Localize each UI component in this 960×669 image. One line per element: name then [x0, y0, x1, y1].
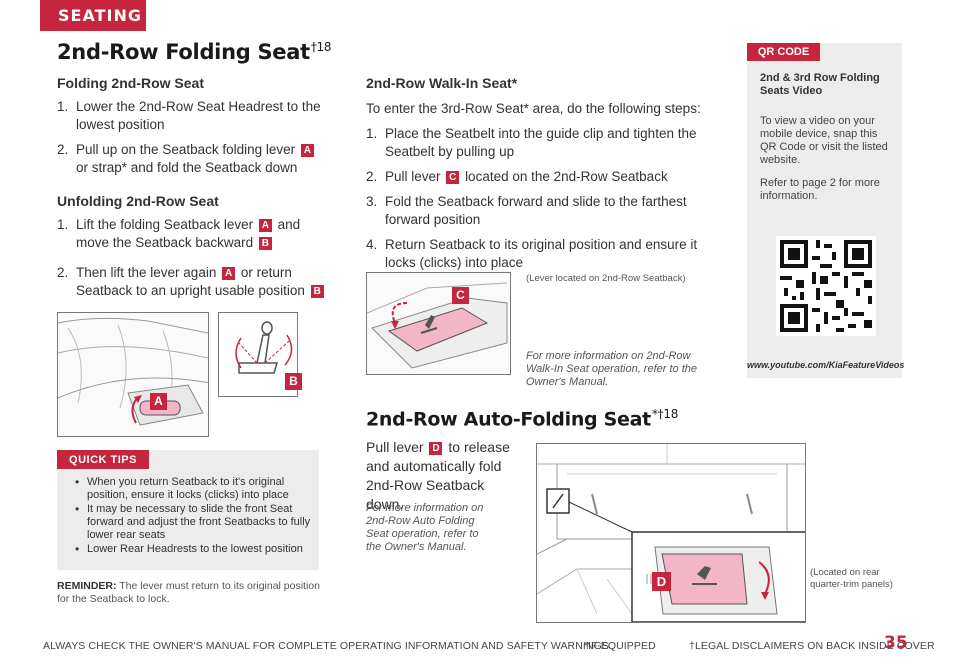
- callout-badge-a: A: [150, 393, 167, 410]
- walkin-lever-image: C: [366, 272, 511, 375]
- folding-heading: Folding 2nd-Row Seat: [57, 75, 204, 91]
- seat-fold-icon: [235, 321, 293, 374]
- walkin-image-caption: (Lever located on 2nd-Row Seatback): [526, 273, 686, 284]
- unfolding-steps: 1.Lift the folding Seatback lever A and …: [57, 216, 327, 300]
- walkin-intro: To enter the 3rd-Row Seat* area, do the …: [366, 101, 701, 116]
- autofold-text: Pull lever D to release and automaticall…: [366, 439, 510, 512]
- list-item: 2.Pull lever C located on the 2nd-Row Se…: [366, 169, 668, 184]
- list-item: 4.Return Seatback to its original positi…: [366, 237, 698, 270]
- seat-illustration: [58, 317, 208, 426]
- qr-url-link[interactable]: www.youtube.com/KiaFeatureVideos: [747, 360, 905, 370]
- list-item: 2.Then lift the lever again A or return …: [57, 264, 327, 300]
- list-item: 1.Lift the folding Seatback lever A and …: [57, 217, 301, 250]
- callout-badge: A: [222, 267, 236, 280]
- list-item: 2.Pull up on the Seatback folding lever …: [57, 141, 327, 177]
- callout-badge-d: D: [652, 572, 671, 591]
- callout-badge: A: [258, 219, 272, 232]
- quick-tips-list: When you return Seatback to it's origina…: [73, 476, 313, 557]
- qr-label: QR CODE: [747, 43, 820, 61]
- callout-badge: A: [300, 144, 314, 157]
- qr-text: To view a video on your mobile device, s…: [760, 115, 888, 166]
- walkin-section: 2nd-Row Walk-In Seat* To enter the 3rd-R…: [366, 75, 726, 272]
- callout-badge: C: [446, 171, 460, 184]
- list-item: When you return Seatback to it's origina…: [73, 476, 313, 502]
- cargo-illustration: [537, 444, 805, 622]
- list-item: 3.Fold the Seatback forward and slide to…: [366, 194, 687, 227]
- footer-if-equipped: *IF EQUIPPED: [584, 640, 656, 652]
- qr-code-icon: [776, 236, 876, 336]
- walkin-more-info: For more information on 2nd-Row Walk-In …: [526, 350, 697, 388]
- unfolding-heading: Unfolding 2nd-Row Seat: [57, 193, 219, 209]
- seat-fold-diagram: [218, 312, 298, 397]
- page-title: 2nd-Row Folding Seat†18: [57, 40, 332, 64]
- walkin-steps: 1.Place the Seatbelt into the guide clip…: [366, 125, 726, 272]
- list-item: Lower Rear Headrests to the lowest posit…: [73, 543, 313, 556]
- list-item: 1.Place the Seatbelt into the guide clip…: [366, 126, 697, 159]
- qr-code-image[interactable]: [776, 236, 876, 336]
- folding-steps: 1.Lower the 2nd-Row Seat Headrest to the…: [57, 98, 327, 177]
- autofold-more-info: For more information on 2nd-Row Auto Fol…: [366, 502, 484, 553]
- qr-title: 2nd & 3rd Row Folding Seats Video: [760, 72, 880, 97]
- walkin-heading: 2nd-Row Walk-In Seat*: [366, 75, 518, 91]
- callout-badge-c: C: [452, 287, 469, 304]
- page-number: 35: [884, 633, 908, 653]
- footer-legal: †LEGAL DISCLAIMERS ON BACK INSIDE COVER: [689, 640, 935, 652]
- cargo-area-image: D: [536, 443, 806, 623]
- quick-tips-label: QUICK TIPS: [57, 450, 149, 469]
- callout-badge: D: [429, 442, 443, 455]
- callout-badge-b: B: [285, 373, 302, 390]
- folding-section: Folding 2nd-Row Seat 1.Lower the 2nd-Row…: [57, 75, 327, 300]
- list-item: 1.Lower the 2nd-Row Seat Headrest to the…: [57, 99, 321, 132]
- seat-lever-image: A: [57, 312, 209, 437]
- callout-badge: B: [310, 285, 324, 298]
- section-tab: SEATING: [40, 0, 146, 31]
- walkin-lever-illustration: [367, 282, 508, 369]
- cargo-image-caption: (Located on rear quarter-trim panels): [810, 567, 893, 590]
- qr-refer-text: Refer to page 2 for more information.: [760, 177, 880, 202]
- callout-badge: B: [258, 237, 272, 250]
- reminder-note: REMINDER: The lever must return to its o…: [57, 580, 320, 605]
- autofold-title: 2nd-Row Auto-Folding Seat*†18: [366, 407, 679, 431]
- footer-warning: ALWAYS CHECK THE OWNER'S MANUAL FOR COMP…: [43, 640, 609, 652]
- list-item: It may be necessary to slide the front S…: [73, 503, 313, 542]
